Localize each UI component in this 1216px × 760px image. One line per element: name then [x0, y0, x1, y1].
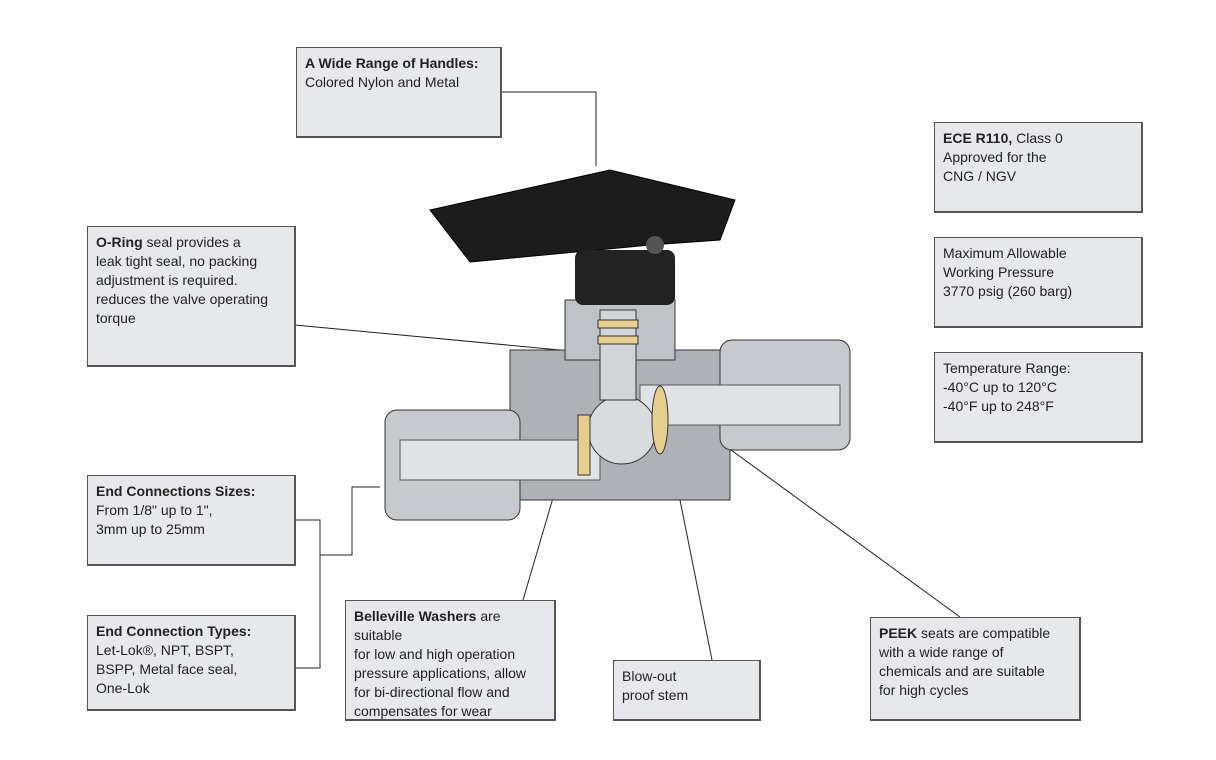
- callout-text: proof stem: [622, 687, 689, 703]
- callout-title: End Connection Types:: [96, 623, 252, 639]
- callout-handles: A Wide Range of Handles: Colored Nylon a…: [296, 47, 502, 138]
- callout-text: torque: [96, 310, 136, 326]
- callout-title: A Wide Range of Handles:: [305, 55, 479, 71]
- callout-belleville: Belleville Washers are suitable for low …: [345, 600, 556, 721]
- callout-text: seats are compatible: [917, 625, 1051, 641]
- callout-text: adjustment is required.: [96, 272, 238, 288]
- callout-text: for bi-directional flow and: [354, 684, 510, 700]
- callout-text: 3mm up to 25mm: [96, 521, 205, 537]
- leader-lines: [294, 91, 961, 669]
- callout-text: BSPP, Metal face seal,: [96, 661, 238, 677]
- callout-text: reduces the valve operating: [96, 291, 268, 307]
- callout-oring: O-Ring seal provides a leak tight seal, …: [87, 226, 296, 367]
- callout-text: are suitable: [354, 608, 501, 643]
- callout-text: leak tight seal, no packing: [96, 253, 258, 269]
- callout-text: with a wide range of: [879, 644, 1004, 660]
- callout-mawp: Maximum Allowable Working Pressure 3770 …: [934, 237, 1143, 328]
- callout-text: Blow-out: [622, 668, 677, 684]
- callout-end-types: End Connection Types: Let-Lok®, NPT, BSP…: [87, 615, 296, 711]
- callout-text: From 1/8" up to 1",: [96, 502, 213, 518]
- callout-text: Colored Nylon and Metal: [305, 74, 460, 90]
- callout-temperature: Temperature Range: -40°C up to 120°C -40…: [934, 352, 1143, 443]
- callout-text: pressure applications, allow: [354, 665, 526, 681]
- callout-text: Working Pressure: [943, 264, 1055, 280]
- valve-body: [384, 299, 851, 521]
- callout-title: End Connections Sizes:: [96, 483, 256, 499]
- callout-text: 3770 psig (260 barg): [943, 283, 1073, 299]
- callout-text: One-Lok: [96, 680, 150, 696]
- callout-text: Approved for the: [943, 149, 1047, 165]
- valve-handle: [429, 169, 736, 305]
- callout-text: Let-Lok®, NPT, BSPT,: [96, 642, 234, 658]
- callout-end-sizes: End Connections Sizes: From 1/8" up to 1…: [87, 475, 296, 566]
- callout-title: ECE R110,: [943, 130, 1013, 146]
- callout-text: CNG / NGV: [943, 168, 1017, 184]
- callout-text: seal provides a: [142, 234, 241, 250]
- callout-text: Maximum Allowable: [943, 245, 1067, 261]
- callout-text: chemicals and are suitable: [879, 663, 1045, 679]
- callout-ece: ECE R110, Class 0 Approved for the CNG /…: [934, 122, 1143, 213]
- callout-title: O-Ring: [96, 234, 143, 250]
- callout-text: -40°F up to 248°F: [943, 398, 1054, 414]
- callout-title: PEEK: [879, 625, 918, 641]
- callout-text: Class 0: [1012, 130, 1063, 146]
- callout-peek: PEEK seats are compatible with a wide ra…: [870, 617, 1081, 721]
- callout-text: compensates for wear: [354, 703, 492, 719]
- callout-text: for low and high operation: [354, 646, 516, 662]
- callout-blowout: Blow-out proof stem: [613, 660, 761, 721]
- callout-text: -40°C up to 120°C: [943, 379, 1057, 395]
- callout-text: for high cycles: [879, 682, 969, 698]
- callout-title: Belleville Washers: [354, 608, 477, 624]
- callout-text: Temperature Range:: [943, 360, 1071, 376]
